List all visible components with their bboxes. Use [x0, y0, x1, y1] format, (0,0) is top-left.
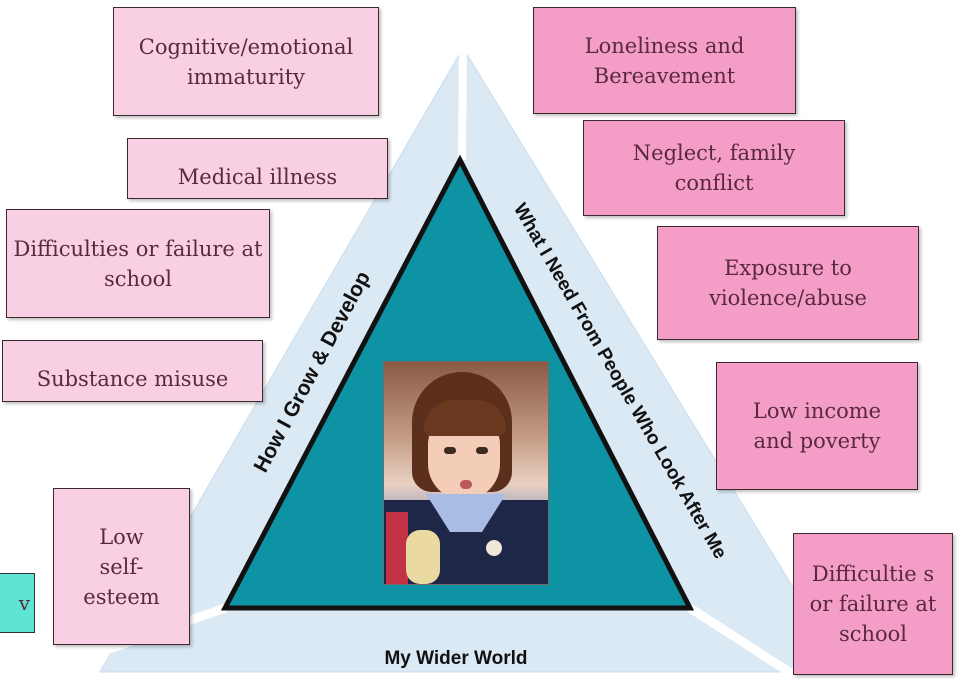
risk-box-label: Low income and poverty	[752, 399, 882, 453]
risk-box-label: Cognitive/emotional immaturity	[138, 34, 354, 89]
risk-box-label: Substance misuse	[36, 367, 229, 391]
risk-box-school-right: Difficultie s or failure at school	[793, 533, 953, 675]
risk-box-label: Medical illness	[177, 164, 338, 189]
risk-box-loneliness: Loneliness and Bereavement	[533, 7, 796, 114]
risk-box-medical-illness: Medical illness	[127, 138, 388, 199]
photo-eye-left	[444, 447, 456, 454]
photo-badge	[486, 540, 502, 556]
risk-box-substance-misuse: Substance misuse	[2, 340, 263, 402]
photo-bag-strap	[386, 512, 408, 584]
photo-eye-right	[476, 447, 488, 454]
risk-box-label: Difficultie s or failure at school	[809, 562, 937, 646]
risk-box-violence: Exposure to violence/abuse	[657, 226, 919, 340]
risk-box-label: Exposure to violence/abuse	[709, 256, 867, 310]
risk-box-low-income: Low income and poverty	[716, 362, 918, 490]
photo-banana	[406, 530, 440, 584]
partial-box-label: v	[18, 591, 30, 615]
photo-fringe	[424, 400, 506, 436]
photo-mouth	[460, 480, 472, 489]
separator-top	[458, 39, 467, 161]
risk-box-cognitive: Cognitive/emotional immaturity	[113, 7, 379, 116]
separator-right	[687, 604, 803, 679]
risk-box-neglect: Neglect, family conflict	[583, 120, 845, 216]
risk-box-low-self-esteem: Low self-esteem	[53, 488, 190, 645]
risk-box-label: Low self-esteem	[83, 524, 160, 609]
child-photo	[383, 361, 549, 585]
risk-box-label: Neglect, family conflict	[632, 141, 796, 195]
bottom-label: My Wider World	[384, 648, 527, 669]
risk-box-label: Difficulties or failure at school	[13, 236, 263, 291]
risk-box-label: Loneliness and Bereavement	[584, 33, 745, 88]
partial-teal-box: v	[0, 573, 35, 633]
risk-box-school-left: Difficulties or failure at school	[6, 209, 270, 318]
